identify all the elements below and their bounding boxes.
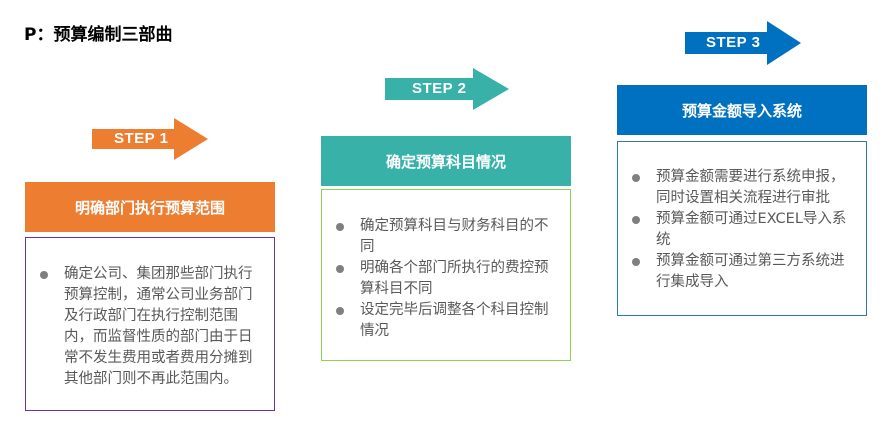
page-title: P：预算编制三部曲	[24, 25, 173, 45]
bullet-icon	[40, 271, 48, 279]
bullet-text: 设定完毕后调整各个科目控制情况	[360, 302, 549, 339]
step3-content-box: 预算金额需要进行系统申报，同时设置相关流程进行审批 预算金额可通过EXCEL导入…	[617, 141, 867, 316]
step1-arrow-label: STEP 1	[114, 130, 169, 147]
bullet-text: 确定预算科目与财务科目的不同	[360, 218, 549, 255]
step2-arrow	[385, 68, 509, 110]
bullet-icon	[632, 174, 640, 182]
step2-arrow-label: STEP 2	[412, 80, 467, 97]
list-item: 设定完毕后调整各个科目控制情况	[332, 300, 562, 342]
step2-content-box: 确定预算科目与财务科目的不同 明确各个部门所执行的费控预算科目不同 设定完毕后调…	[321, 189, 571, 361]
list-item: 预算金额可通过EXCEL导入系统	[628, 209, 854, 251]
bullet-icon	[632, 216, 640, 224]
step1-header: 明确部门执行预算范围	[25, 182, 275, 232]
bullet-text: 预算金额可通过EXCEL导入系统	[656, 211, 847, 248]
step2-header: 确定预算科目情况	[321, 136, 571, 186]
bullet-text: 确定公司、集团那些部门执行预算控制，通常公司业务部门及行政部门在执行控制范围内，…	[64, 266, 253, 387]
list-item: 确定公司、集团那些部门执行预算控制，通常公司业务部门及行政部门在执行控制范围内，…	[36, 264, 266, 390]
list-item: 预算金额可通过第三方系统进行集成导入	[628, 251, 854, 293]
step2-bullet-list: 确定预算科目与财务科目的不同 明确各个部门所执行的费控预算科目不同 设定完毕后调…	[332, 216, 562, 342]
step1-arrow	[92, 118, 208, 160]
step3-header: 预算金额导入系统	[617, 85, 867, 135]
list-item: 明确各个部门所执行的费控预算科目不同	[332, 258, 562, 300]
step3-bullet-list: 预算金额需要进行系统申报，同时设置相关流程进行审批 预算金额可通过EXCEL导入…	[628, 167, 854, 293]
bullet-icon	[336, 223, 344, 231]
step3-arrow	[685, 21, 801, 65]
step3-arrow-label: STEP 3	[706, 34, 761, 51]
bullet-icon	[632, 258, 640, 266]
list-item: 确定预算科目与财务科目的不同	[332, 216, 562, 258]
bullet-icon	[336, 265, 344, 273]
bullet-text: 明确各个部门所执行的费控预算科目不同	[360, 260, 549, 297]
bullet-text: 预算金额需要进行系统申报，同时设置相关流程进行审批	[656, 169, 845, 206]
bullet-icon	[336, 307, 344, 315]
bullet-text: 预算金额可通过第三方系统进行集成导入	[656, 253, 845, 290]
step1-bullet-list: 确定公司、集团那些部门执行预算控制，通常公司业务部门及行政部门在执行控制范围内，…	[36, 264, 266, 390]
list-item: 预算金额需要进行系统申报，同时设置相关流程进行审批	[628, 167, 854, 209]
step1-content-box: 确定公司、集团那些部门执行预算控制，通常公司业务部门及行政部门在执行控制范围内，…	[25, 237, 275, 411]
